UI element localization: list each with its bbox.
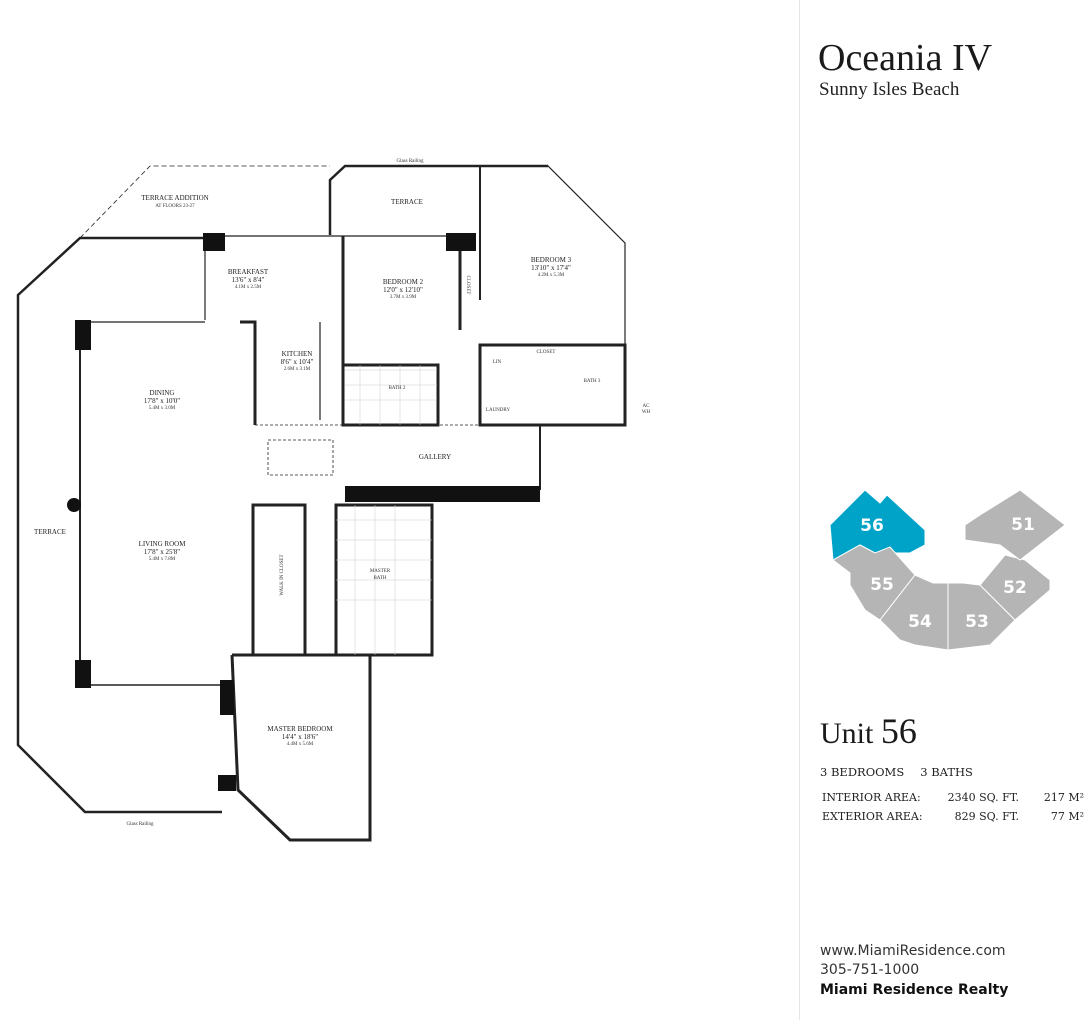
keyplan-label-55: 55 — [870, 575, 894, 595]
living-room-dims-metric: 5.4M x 7.8M — [149, 557, 176, 562]
ac-label: AC — [643, 404, 651, 409]
breakfast-dims-metric: 4.1M x 2.5M — [235, 285, 262, 290]
dining-dims-metric: 5.4M x 3.0M — [149, 406, 176, 411]
water-heater-label: WH — [642, 410, 651, 415]
area-sqm: 217 M² — [1043, 791, 1084, 804]
website-link[interactable]: www.MiamiResidence.com — [820, 943, 1006, 959]
keyplan-unit-51 — [964, 489, 1065, 561]
bedroom3-dims-metric: 4.2M x 5.3M — [538, 273, 565, 278]
bath2-label: BATH 2 — [389, 386, 406, 391]
kitchen-dims-metric: 2.6M x 3.1M — [284, 367, 311, 372]
bedroom2-label: BEDROOM 2 — [383, 278, 424, 286]
room-count: 3 BEDROOMS 3 BATHS — [820, 765, 989, 779]
bedroom2-dims: 12'0" x 12'10" — [383, 286, 423, 294]
walk-in-closet-label: WALK IN CLOSET — [280, 554, 285, 595]
unit-label: Unit — [820, 717, 874, 750]
dining-label: DINING — [150, 389, 175, 397]
master-bath-label: MASTER — [370, 569, 391, 574]
kitchen-dims: 8'6" x 10'4" — [281, 358, 314, 366]
glass-railing-bottom-label: Glass Railing — [126, 822, 154, 827]
living-room-dims: 17'8" x 25'8" — [144, 548, 180, 556]
terrace-addition-label: TERRACE ADDITION — [141, 194, 208, 202]
terrace-top-label: TERRACE — [391, 198, 423, 206]
building-title: Oceania IV — [818, 37, 993, 79]
dining-dims: 17'8" x 10'0" — [144, 397, 180, 405]
master-bath-label-2: BATH — [373, 576, 386, 581]
key-plan: 56 55 54 53 52 51 — [829, 489, 1065, 651]
glass-railing-top-label: Glass Railing — [396, 159, 424, 164]
laundry-label: LAUNDRY — [486, 408, 511, 413]
bedroom3-label: BEDROOM 3 — [531, 256, 572, 264]
kitchen-label: KITCHEN — [282, 350, 313, 358]
keyplan-label-52: 52 — [1003, 578, 1027, 598]
keyplan-label-54: 54 — [908, 612, 932, 632]
bath3-label: BATH 3 — [584, 379, 601, 384]
master-bedroom-dims-metric: 4.4M x 5.6M — [287, 742, 314, 747]
breakfast-label: BREAKFAST — [228, 268, 269, 276]
linen-label: LIN — [493, 360, 502, 365]
phone-number: 305-751-1000 — [820, 962, 920, 978]
unit-number: 56 — [880, 711, 917, 751]
keyplan-label-51: 51 — [1011, 515, 1035, 535]
keyplan-label-56: 56 — [860, 516, 884, 536]
living-room-label: LIVING ROOM — [139, 540, 187, 548]
master-bedroom-label: MASTER BEDROOM — [267, 725, 333, 733]
keyplan-unit-52 — [979, 554, 1051, 621]
area-sqm: 77 M² — [1050, 810, 1084, 823]
building-location: Sunny Isles Beach — [819, 79, 960, 100]
divider — [799, 0, 800, 1020]
area-sqft: 829 SQ. FT. — [954, 810, 1019, 823]
area-label: EXTERIOR AREA: — [822, 810, 923, 823]
area-sqft: 2340 SQ. FT. — [947, 791, 1019, 804]
breakfast-dims: 13'6" x 8'4" — [232, 276, 265, 284]
gallery-label: GALLERY — [419, 453, 451, 461]
closet-bed3-label: CLOSET — [537, 350, 556, 355]
keyplan-label-53: 53 — [965, 612, 989, 632]
bedroom3-dims: 13'10" x 17'4" — [531, 264, 571, 272]
unit-heading: Unit 56 — [820, 710, 917, 752]
closet-bed2-label: CLOSET — [465, 276, 470, 295]
company-name: Miami Residence Realty — [820, 982, 1009, 998]
bedroom-count: 3 BEDROOMS — [820, 765, 905, 779]
bath-count: 3 BATHS — [920, 765, 973, 779]
terrace-left-label: TERRACE — [34, 528, 66, 536]
terrace-addition-note: AT FLOORS 23-27 — [155, 204, 195, 209]
floor-plan: Glass Railing Glass Railing TERRACE ADDI… — [16, 159, 651, 842]
master-bedroom-dims: 14'4" x 18'6" — [282, 733, 318, 741]
area-label: INTERIOR AREA: — [822, 791, 921, 804]
bedroom2-dims-metric: 3.7M x 3.9M — [390, 295, 417, 300]
